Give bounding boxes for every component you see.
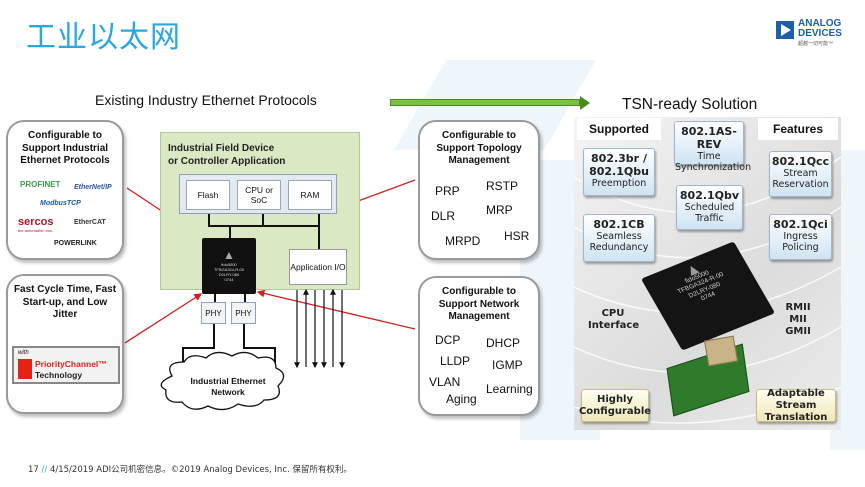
- topology-term: HSR: [504, 229, 530, 243]
- phy-block: PHY: [231, 302, 256, 324]
- prioritychannel-logo-icon: [18, 359, 32, 379]
- arrow-cycle-to-chip: [124, 293, 203, 344]
- bus-line: [208, 225, 319, 227]
- powerlink-logo: POWERLINK: [54, 240, 97, 247]
- transition-arrow-icon: [390, 96, 590, 110]
- footer: 17 // 4/15/2019 ADI公司机密信息。©2019 Analog D…: [28, 463, 352, 475]
- phy-line: [214, 294, 216, 303]
- bus-line: [262, 214, 264, 226]
- bus-line: [318, 214, 320, 249]
- flash-block: Flash: [186, 180, 230, 210]
- logo-triangle-icon: [776, 21, 794, 39]
- network-term: DHCP: [486, 336, 521, 350]
- topology-term: DLR: [431, 209, 456, 223]
- phy-line: [244, 294, 246, 303]
- topology-term: MRPD: [445, 234, 481, 248]
- cycle-time-bubble-title: Fast Cycle Time, Fast Start-up, and Low …: [13, 284, 117, 320]
- slide-title: 工业以太网: [26, 20, 181, 55]
- network-term: Learning: [486, 382, 533, 396]
- features-label: Features: [758, 118, 838, 140]
- adaptable-stream-translation-box: Adaptable Stream Translation: [756, 388, 836, 423]
- network-cloud: [160, 351, 285, 411]
- network-term: IGMP: [492, 358, 523, 372]
- page-number: 17: [28, 465, 39, 475]
- logo-name-line1: ANALOG: [798, 18, 842, 29]
- topology-bubble-title: Configurable to Support Topology Managem…: [436, 130, 522, 166]
- network-bubble: Configurable to Support Network Manageme…: [418, 276, 540, 416]
- badge-technology: Technology: [35, 370, 83, 380]
- network-term: LLDP: [440, 354, 471, 368]
- analog-devices-logo: ANALOG DEVICES 超越一切可能™: [776, 17, 858, 47]
- network-bubble-title: Configurable to Support Network Manageme…: [438, 286, 520, 322]
- protocols-bubble-title: Configurable to Support Industrial Ether…: [20, 130, 110, 166]
- right-section-heading: TSN-ready Solution: [622, 96, 758, 113]
- left-section-heading: Existing Industry Ethernet Protocols: [95, 92, 317, 108]
- profinet-logo: PROFINET: [20, 180, 61, 189]
- standard-box-stream-reservation: 802.1Qcc Stream Reservation: [769, 151, 832, 197]
- modbus-tcp-logo: ModbusTCP: [40, 200, 81, 207]
- topology-term: RSTP: [486, 179, 519, 193]
- cpu-soc-block: CPU or SoC: [237, 180, 281, 210]
- network-term: DCP: [435, 333, 461, 347]
- supported-label: Supported: [577, 118, 661, 140]
- ethercat-logo: EtherCAT: [74, 219, 106, 226]
- network-cloud-label: Industrial Ethernet Network: [190, 376, 266, 397]
- ethernet-ip-logo: EtherNet/IP: [74, 184, 112, 191]
- sercos-subtitle: the automation bus: [18, 228, 53, 233]
- protocols-bubble: Configurable to Support Industrial Ether…: [6, 120, 124, 260]
- topology-bubble: Configurable to Support Topology Managem…: [418, 120, 540, 260]
- footer-text: 4/15/2019 ADI公司机密信息。©2019 Analog Devices…: [49, 465, 352, 475]
- rj45-connector-icon: [703, 335, 739, 367]
- arrow-network-to-chip: [256, 289, 416, 330]
- badge-name: PriorityChannel™: [35, 359, 107, 369]
- cycle-time-bubble: Fast Cycle Time, Fast Start-up, and Low …: [6, 274, 124, 414]
- highly-configurable-box: Highly Configurable: [579, 389, 651, 422]
- network-line: [182, 324, 215, 366]
- standard-box-redundancy: 802.1CB Seamless Redundancy: [583, 214, 655, 262]
- badge-with-text: with: [18, 350, 29, 356]
- ram-block: RAM: [288, 180, 332, 210]
- logo-name-line2: DEVICES: [798, 28, 842, 39]
- cpu-interface-label: CPU Interface: [588, 308, 640, 331]
- logo-tagline: 超越一切可能™: [798, 41, 834, 47]
- bus-line: [208, 214, 210, 226]
- standard-box-ingress-policing: 802.1Qci Ingress Policing: [769, 214, 832, 260]
- topology-term: MRP: [486, 203, 513, 217]
- network-term: VLAN: [429, 375, 461, 389]
- network-line: [243, 324, 276, 366]
- standard-box-time-sync: 802.1AS-REV Time Synchronization: [674, 121, 751, 173]
- prioritychannel-badge: with PriorityChannel™ Technology: [12, 346, 120, 384]
- application-io-block: Application I/O: [289, 249, 347, 285]
- chip-dog-icon: ▲: [223, 248, 235, 262]
- topology-term: PRP: [435, 184, 460, 198]
- network-term: Aging: [446, 392, 477, 406]
- field-device-title: Industrial Field Device or Controller Ap…: [168, 143, 286, 167]
- phy-block: PHY: [201, 302, 226, 324]
- fido5000-chip: ▲ fido5000 TFBGA324-R-00 D2LRY-080 0744: [202, 238, 256, 294]
- sercos-logo: sercos: [18, 216, 54, 228]
- footer-separator: //: [41, 465, 48, 475]
- standard-box-preemption: 802.3br / 802.1Qbu Preemption: [583, 148, 655, 196]
- bus-line: [229, 225, 231, 238]
- standard-box-scheduled: 802.1Qbv Scheduled Traffic: [676, 185, 743, 230]
- memory-bar: Flash CPU or SoC RAM: [179, 174, 337, 214]
- mii-types-label: RMII MII GMII: [785, 302, 811, 337]
